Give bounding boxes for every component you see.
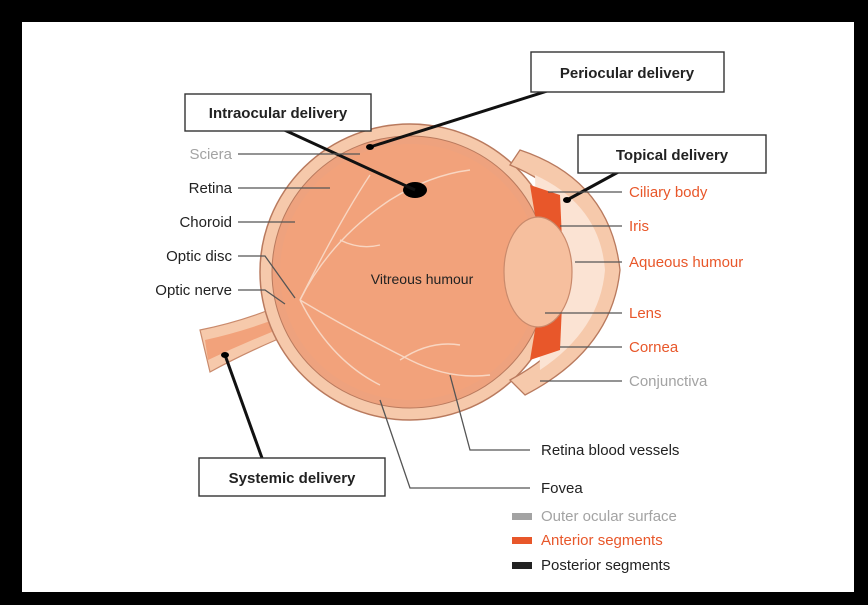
periocular-delivery-box: Periocular delivery	[531, 52, 724, 92]
retina-label: Retina	[189, 180, 233, 197]
legend-label-posterior: Posterior segments	[541, 557, 670, 574]
legend-swatch-outer	[512, 513, 532, 520]
legend-label-anterior: Anterior segments	[541, 532, 663, 549]
periocular-dot	[366, 144, 374, 150]
sclera-label: Sciera	[189, 146, 232, 163]
lens-label: Lens	[629, 305, 662, 322]
fovea-label: Fovea	[541, 480, 583, 497]
systemic-delivery-box: Systemic delivery	[199, 458, 385, 496]
intraocular-delivery-label: Intraocular delivery	[209, 105, 348, 122]
periocular-delivery-label: Periocular delivery	[560, 65, 695, 82]
legend-swatch-posterior	[512, 562, 532, 569]
legend-label-outer: Outer ocular surface	[541, 508, 677, 525]
topical-delivery-box: Topical delivery	[578, 135, 766, 173]
systemic-delivery-label: Systemic delivery	[229, 470, 356, 487]
retina-blood-vessels-label: Retina blood vessels	[541, 442, 679, 459]
aqueous-humour-label: Aqueous humour	[629, 254, 743, 271]
intraocular-delivery-box: Intraocular delivery	[185, 94, 371, 131]
conjunctiva-label: Conjunctiva	[629, 373, 708, 390]
vitreous-humour-label: Vitreous humour	[371, 271, 474, 287]
optic-nerve-label: Optic nerve	[155, 282, 232, 299]
choroid-label: Choroid	[179, 214, 232, 231]
cornea-label: Cornea	[629, 339, 679, 356]
iris-label: Iris	[629, 218, 649, 235]
legend-swatch-anterior	[512, 537, 532, 544]
ciliary-body-label: Ciliary body	[629, 184, 708, 201]
topical-dot	[563, 197, 571, 203]
topical-delivery-label: Topical delivery	[616, 147, 729, 164]
systemic-dot	[221, 352, 229, 358]
optic-disc-label: Optic disc	[166, 248, 232, 265]
lens-shape	[504, 217, 572, 327]
